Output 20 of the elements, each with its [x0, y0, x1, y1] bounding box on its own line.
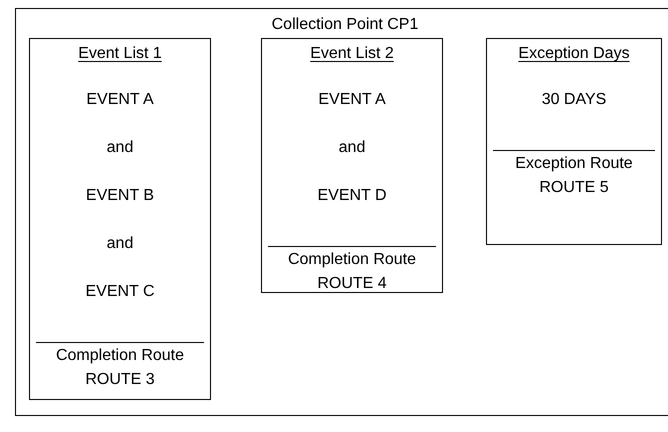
list-item: EVENT C — [85, 282, 155, 302]
route-text: Completion Route ROUTE 4 — [286, 250, 418, 294]
container-title: Collection Point CP1 — [270, 15, 420, 35]
list-item: 30 DAYS — [542, 90, 606, 110]
route-text: Exception Route ROUTE 5 — [514, 154, 634, 198]
list-heading: Event List 1 — [78, 44, 162, 64]
list-box — [486, 38, 662, 245]
list-item: and — [106, 138, 134, 158]
route-text: Completion Route ROUTE 3 — [54, 346, 186, 390]
list-heading: Event List 2 — [310, 44, 394, 64]
list-item: EVENT B — [86, 186, 154, 206]
list-box — [261, 38, 443, 293]
list-item: EVENT D — [317, 186, 387, 206]
list-item: and — [338, 138, 366, 158]
container-box — [15, 8, 668, 416]
list-box — [29, 38, 211, 400]
list-item: and — [106, 234, 134, 254]
list-item: EVENT A — [86, 90, 154, 110]
list-item: EVENT A — [318, 90, 386, 110]
list-heading: Exception Days — [518, 44, 630, 64]
